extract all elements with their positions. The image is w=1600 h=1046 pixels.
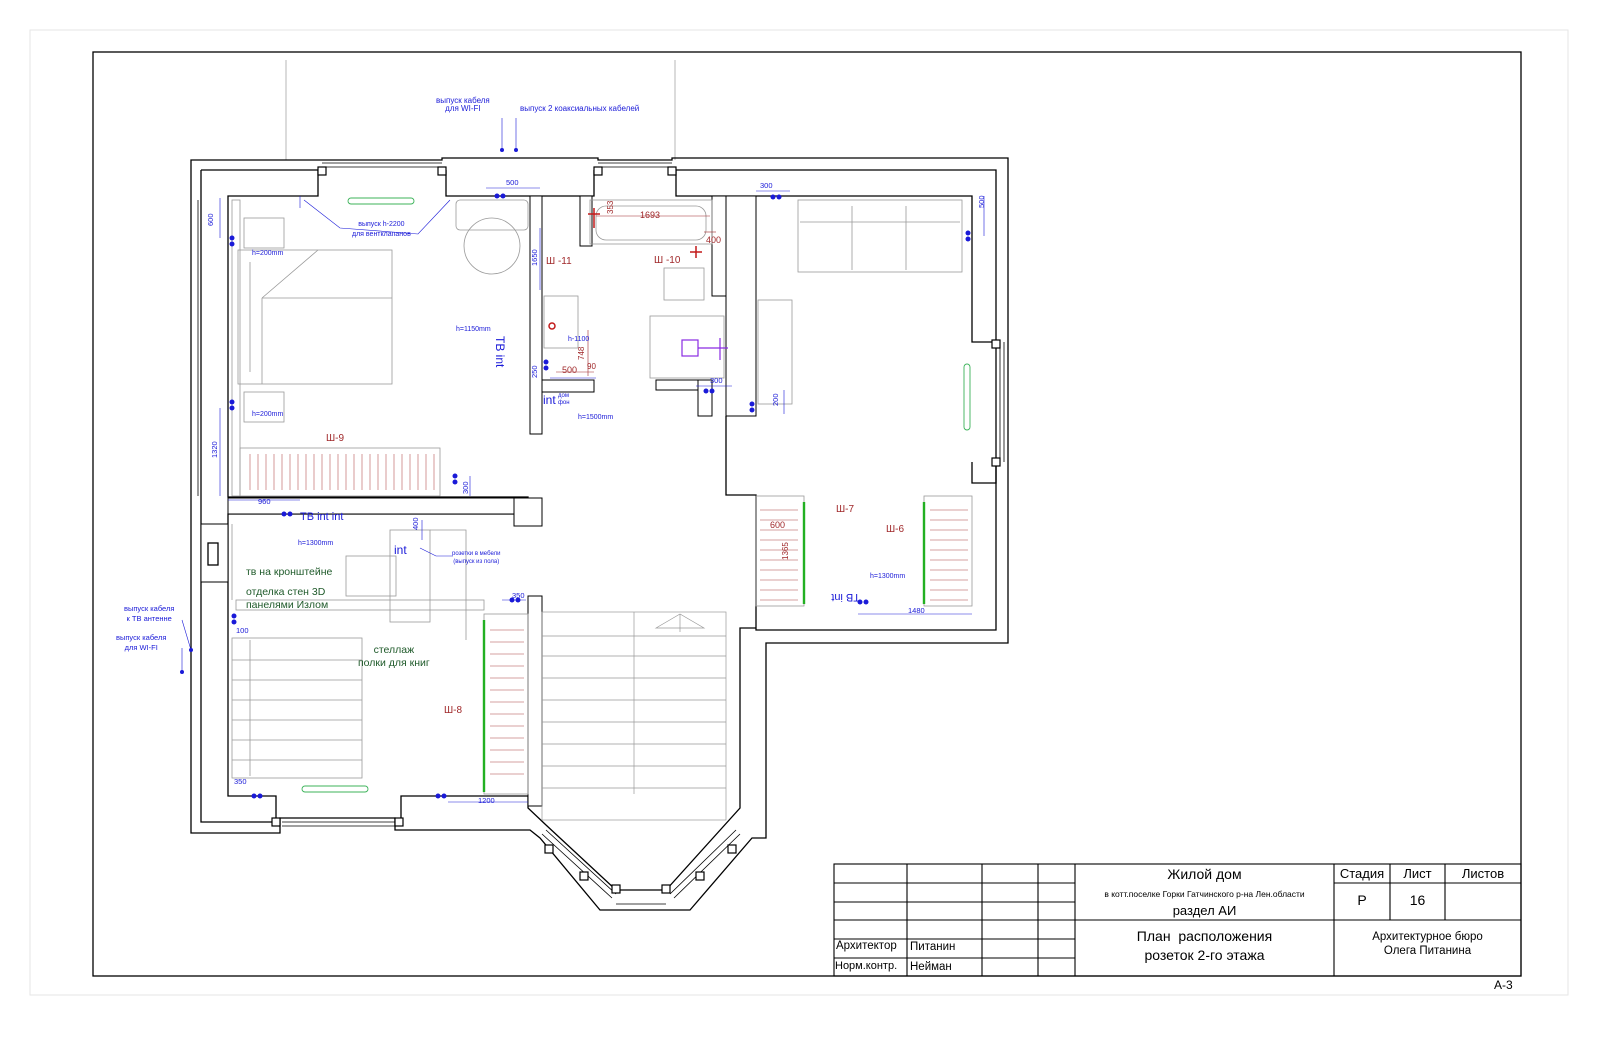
wardrobe-purple-item bbox=[681, 338, 728, 360]
dim-748: 748 bbox=[577, 346, 586, 360]
sheet-outer-frame bbox=[29, 29, 1569, 996]
dim-400-desk: 400 bbox=[411, 517, 420, 530]
dim-300-mid: 300 bbox=[710, 376, 723, 385]
name-norm-control: Нейман bbox=[910, 961, 952, 973]
column-blocks bbox=[271, 166, 1001, 894]
dim-353: 353 bbox=[606, 200, 615, 214]
exterior-walls bbox=[190, 157, 1009, 911]
tv-bracket-annotation: тв на кронштейне bbox=[246, 566, 333, 578]
int-label-a: int bbox=[543, 393, 556, 407]
h1150-note: h=1150mm bbox=[456, 326, 491, 333]
h200-note-a: h=200mm bbox=[252, 250, 284, 257]
furniture-sockets-note: розетки в мебели (выпуск из пола) bbox=[452, 551, 501, 565]
dim-500-right: 500 bbox=[977, 195, 986, 208]
dim-1693: 1693 bbox=[640, 210, 661, 220]
drawing-title: План расположения розеток 2-го этажа bbox=[1136, 928, 1273, 963]
vent-shaft bbox=[200, 523, 229, 583]
socket-marks bbox=[180, 148, 971, 799]
dim-1365: 1365 bbox=[781, 542, 790, 560]
dim-600: 600 bbox=[206, 213, 215, 226]
wall-finish-annotation: отделка стен 3D панелями Излом bbox=[246, 586, 329, 611]
h1300-note-b: h=1300mm bbox=[870, 573, 906, 580]
sheet-value: 16 bbox=[1409, 892, 1426, 908]
wardrobes bbox=[239, 447, 973, 795]
dim-350-top: 350 bbox=[512, 591, 525, 600]
dim-1650: 1650 bbox=[530, 249, 539, 266]
dim-1200: 1200 bbox=[478, 796, 495, 805]
windows bbox=[197, 162, 1005, 905]
dim-100: 100 bbox=[236, 626, 249, 635]
dim-400-bath: 400 bbox=[706, 235, 722, 245]
dim-600-w: 600 bbox=[770, 520, 786, 530]
sheet-code: А-3 bbox=[1494, 978, 1513, 992]
wardrobe-sh7-label: Ш-7 bbox=[836, 504, 855, 515]
bookshelf-annotation: стеллаж полки для книг bbox=[358, 644, 430, 669]
project-name: Жилой дом bbox=[1167, 866, 1242, 882]
tv-antenna-note: выпуск кабеля к ТВ антенне bbox=[124, 604, 175, 623]
project-location: в котт.поселке Горки Гатчинского р-на Ле… bbox=[1104, 889, 1305, 899]
dim-500-sink: 500 bbox=[562, 365, 578, 375]
role-architect: Архитектор bbox=[836, 940, 897, 952]
staircase bbox=[541, 611, 727, 821]
dim-90: 90 bbox=[587, 362, 596, 371]
dim-200: 200 bbox=[771, 393, 780, 406]
interior-partitions bbox=[227, 195, 757, 807]
name-architect: Питанин bbox=[910, 941, 956, 953]
project-section: раздел АИ bbox=[1172, 903, 1237, 918]
coax-top-note: выпуск 2 коаксиальных кабелей bbox=[520, 104, 640, 113]
dim-1320: 1320 bbox=[210, 441, 219, 458]
axis-lines bbox=[285, 60, 676, 160]
wifi-top-note: выпуск кабеля для WI-FI bbox=[436, 96, 490, 113]
dom-fon-note: дом фон bbox=[558, 393, 570, 407]
int-label-b: int bbox=[394, 543, 407, 557]
vent-note: выпуск h-2200 для вентклапанов bbox=[352, 221, 411, 238]
radiators bbox=[301, 197, 971, 793]
sheets-header: Листов bbox=[1461, 866, 1505, 881]
dim-1480: 1480 bbox=[908, 606, 925, 615]
dim-960: 960 bbox=[258, 497, 271, 506]
bureau-name: Архитектурное бюро Олега Питанина bbox=[1372, 931, 1483, 958]
tv-int-int-label: ТВ int int bbox=[300, 511, 344, 523]
wifi-left-note: выпуск кабеля для WI-FI bbox=[116, 633, 167, 652]
dim-500-top: 500 bbox=[506, 178, 519, 187]
leader-lines bbox=[181, 118, 517, 672]
dimension-lines-red bbox=[556, 215, 716, 376]
h1500-note: h=1500mm bbox=[578, 414, 614, 421]
wardrobe-sh9-label: Ш-9 bbox=[326, 433, 345, 444]
wardrobe-sh11-label: Ш -11 bbox=[546, 256, 572, 267]
furniture bbox=[231, 199, 963, 779]
dim-250: 250 bbox=[530, 365, 539, 378]
stage-value: Р bbox=[1357, 892, 1367, 908]
role-norm-control: Норм.контр. bbox=[835, 960, 898, 972]
wardrobe-sh8-label: Ш-8 bbox=[444, 705, 463, 716]
h200-note-b: h=200mm bbox=[252, 411, 284, 418]
tv-int-rotated-label: ТВ int bbox=[831, 591, 860, 603]
dim-300-left: 300 bbox=[461, 481, 470, 494]
sheet-inner-frame bbox=[92, 51, 1522, 977]
wardrobe-sh6-label: Ш-6 bbox=[886, 524, 905, 535]
stage-header: Стадия bbox=[1339, 866, 1385, 881]
sheet-header: Лист bbox=[1403, 866, 1432, 881]
tv-int-vertical-label: ТВ int bbox=[493, 336, 507, 368]
dimension-lines bbox=[219, 187, 985, 803]
h1100-note: h-1100 bbox=[568, 336, 590, 343]
h1300-note-a: h=1300mm bbox=[298, 540, 334, 547]
dim-350-bot: 350 bbox=[234, 777, 247, 786]
plumbing-marks bbox=[548, 208, 702, 330]
wardrobe-sh10-label: Ш -10 bbox=[654, 255, 681, 266]
dim-300-top: 300 bbox=[760, 181, 773, 190]
